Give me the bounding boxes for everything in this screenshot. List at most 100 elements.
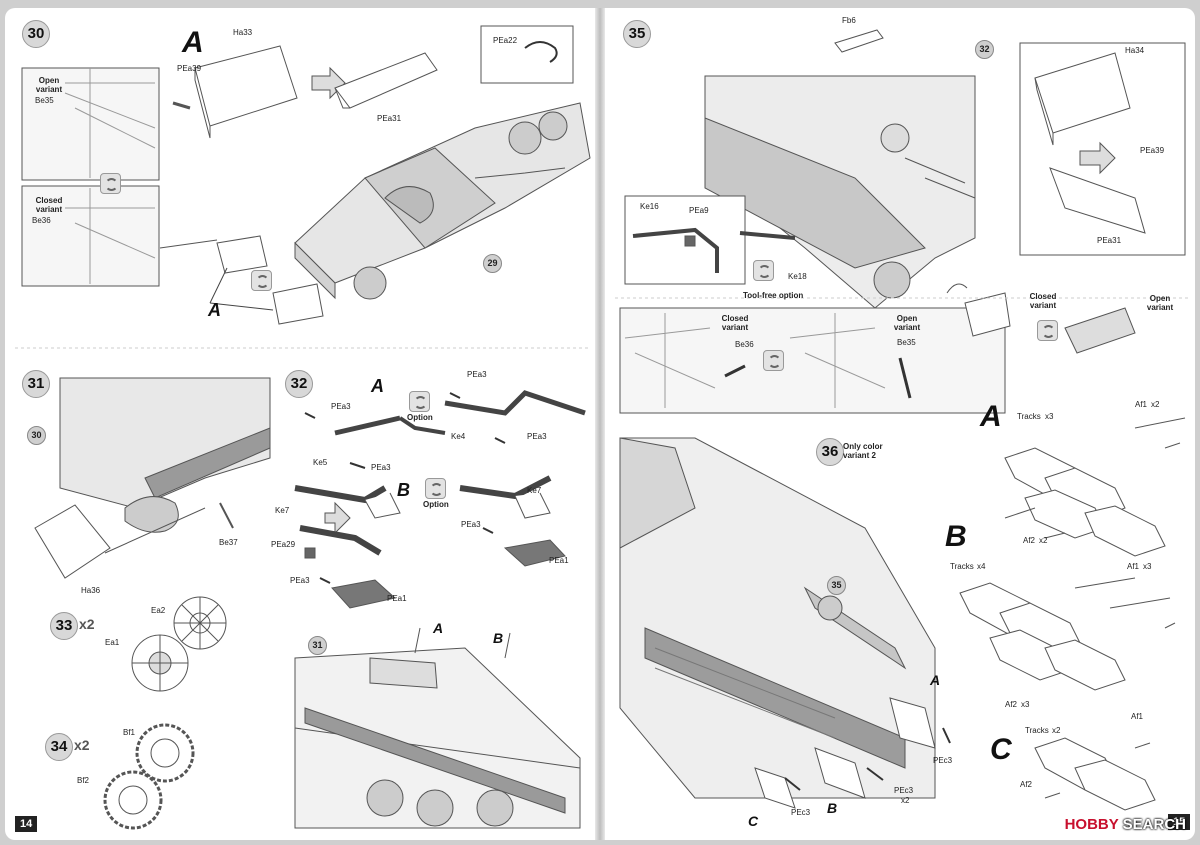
label-be35: Be35	[35, 96, 54, 105]
label-ke16: Ke16	[640, 202, 659, 211]
option-toggle-icon	[409, 391, 430, 412]
label-pea29: PEa29	[271, 540, 296, 549]
option-toggle-icon	[763, 350, 784, 371]
label-closed-variant-main: Closed variant	[1029, 292, 1057, 310]
step-36-marker-b: B	[827, 800, 838, 816]
label-af1-b: Af1	[1127, 562, 1140, 571]
step-30-number: 30	[22, 20, 50, 48]
label-pea31: PEa31	[377, 114, 402, 123]
tracks-variant-a-heading: A	[980, 400, 1002, 433]
step-32-marker-b: B	[493, 630, 504, 646]
variant-a-label: A	[208, 300, 221, 320]
step-33-multiplier: x2	[79, 616, 95, 632]
ref-step-32: 32	[975, 40, 994, 59]
watermark-prefix: HOBBY	[1064, 816, 1119, 833]
tracks-variant-c-heading: C	[990, 733, 1012, 766]
label-af2-a-count: x2	[1039, 536, 1048, 545]
page-number-right: 15	[1168, 814, 1191, 830]
label-ha34: Ha34	[1125, 46, 1145, 55]
label-ke5: Ke5	[313, 458, 328, 467]
step-36-marker-a: A	[930, 672, 941, 688]
label-open-variant-inset: Open variant	[893, 314, 921, 332]
label-be35: Be35	[897, 338, 916, 347]
label-af1-c: Af1	[1131, 712, 1144, 721]
label-pec3-b: PEc3	[894, 786, 914, 795]
step-31-number: 31	[22, 370, 50, 398]
step-32-marker-a: A	[433, 620, 444, 636]
option-toggle-icon	[753, 260, 774, 281]
label-ha36: Ha36	[81, 586, 101, 595]
step-34-multiplier: x2	[74, 737, 90, 753]
label-pea3-b2: PEa3	[461, 520, 481, 529]
hobby-search-watermark: HOBBY SEARCH	[1065, 816, 1186, 833]
label-tool-free-option: Tool-free option	[743, 291, 804, 300]
label-af2-b: Af2	[1005, 700, 1018, 709]
label-tracks-a: Tracks	[1017, 412, 1041, 421]
step-35-number: 35	[623, 20, 651, 48]
label-ea2: Ea2	[151, 606, 166, 615]
label-open-variant-main: Open variant	[1146, 294, 1174, 312]
label-ha33: Ha33	[233, 28, 253, 37]
label-pea39: PEa39	[1140, 146, 1165, 155]
step-33-number: 33	[50, 612, 78, 640]
step-34-number: 34	[45, 733, 73, 761]
label-pec3-a: PEc3	[933, 756, 953, 765]
label-tracks-c-count: x2	[1052, 726, 1061, 735]
label-pea1-b2: PEa1	[549, 556, 569, 565]
label-tracks-b: Tracks	[950, 562, 974, 571]
label-bf2: Bf2	[77, 776, 90, 785]
label-pea31: PEa31	[1097, 236, 1122, 245]
label-tracks-b-count: x4	[977, 562, 986, 571]
label-only-color-variant-2: Only color variant 2	[843, 442, 883, 460]
ref-step-30: 30	[27, 426, 46, 445]
right-page-line-art	[615, 29, 1190, 811]
option-toggle-icon	[251, 270, 272, 291]
step-32-variant-a: A	[371, 376, 384, 396]
label-pec3-b-count: x2	[901, 796, 910, 805]
label-pea22: PEa22	[493, 36, 518, 45]
label-be37: Be37	[219, 538, 238, 547]
step-36-marker-c: C	[748, 813, 759, 829]
label-ke18: Ke18	[788, 272, 807, 281]
book-spine	[595, 8, 605, 840]
left-instruction-page: 30 A Ha33 PEa39 PEa22 PEa31 Open variant…	[5, 8, 595, 840]
left-page-line-art	[15, 25, 591, 830]
label-option-a: Option	[407, 413, 433, 422]
label-af1-b-count: x3	[1143, 562, 1152, 571]
label-af2-b-count: x3	[1021, 700, 1030, 709]
label-closed-variant-inset: Closed variant	[721, 314, 749, 332]
label-be36: Be36	[32, 216, 51, 225]
label-fb6: Fb6	[842, 16, 856, 25]
label-af2-a: Af2	[1023, 536, 1036, 545]
label-tracks-c: Tracks	[1025, 726, 1049, 735]
option-toggle-icon	[1037, 320, 1058, 341]
label-ke4: Ke4	[451, 432, 466, 441]
label-pea3-a1: PEa3	[331, 402, 351, 411]
label-pec3-c: PEc3	[791, 808, 811, 817]
label-bf1: Bf1	[123, 728, 136, 737]
watermark-suffix: SEARCH	[1122, 816, 1186, 833]
label-af2-c: Af2	[1020, 780, 1033, 789]
step-36-number: 36	[816, 438, 844, 466]
step-32-variant-b: B	[397, 480, 410, 500]
right-instruction-page: 35 Fb6 32 Ha34 PEa39 PEa31 Ke16 PEa9 Ke1…	[605, 8, 1195, 840]
option-toggle-icon	[100, 173, 121, 194]
label-pea3-a4: PEa3	[527, 432, 547, 441]
label-tracks-a-count: x3	[1045, 412, 1054, 421]
label-af1-a-count: x2	[1151, 400, 1160, 409]
label-af1-a: Af1	[1135, 400, 1148, 409]
label-pea1-b1: PEa1	[387, 594, 407, 603]
variant-a-heading: A	[182, 26, 204, 59]
label-pea39: PEa39	[177, 64, 202, 73]
label-ke7-b2: Ke7	[527, 486, 542, 495]
label-pea3-a3: PEa3	[467, 370, 487, 379]
label-open-variant: Open variant	[35, 76, 63, 94]
page-number-left: 14	[15, 816, 38, 832]
label-option-b: Option	[423, 500, 449, 509]
label-ke7-b1: Ke7	[275, 506, 290, 515]
label-pea9: PEa9	[689, 206, 709, 215]
ref-step-35: 35	[827, 576, 846, 595]
ref-step-31: 31	[308, 636, 327, 655]
label-pea3-a2: PEa3	[371, 463, 391, 472]
ref-step-29: 29	[483, 254, 502, 273]
